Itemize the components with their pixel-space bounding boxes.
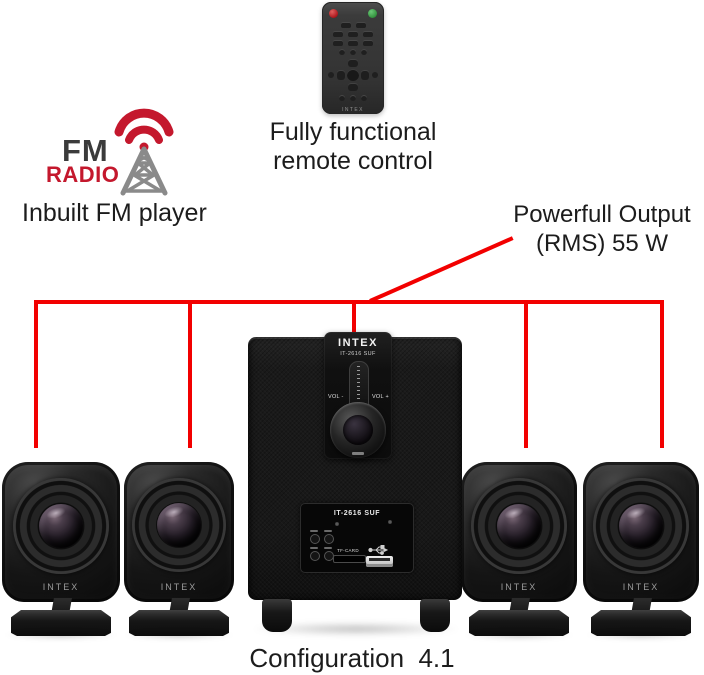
subwoofer-brand-label: INTEX bbox=[338, 337, 378, 349]
annotation-line-speaker2 bbox=[188, 300, 192, 448]
remote-keypad: INTEX bbox=[322, 22, 384, 113]
panel-button-prev bbox=[324, 534, 334, 544]
panel-model-label: IT-2616 SUF bbox=[333, 510, 381, 517]
satellite-speaker-1: INTEX bbox=[2, 462, 120, 640]
speaker-dust-cap bbox=[497, 504, 541, 548]
tf-card-slot bbox=[333, 555, 366, 563]
knob-marking bbox=[352, 452, 364, 455]
remote-caption-line1: Fully functional bbox=[269, 118, 437, 146]
speaker-driver bbox=[132, 478, 226, 572]
panel-screw-left bbox=[335, 522, 339, 526]
speaker-shadow bbox=[464, 630, 574, 640]
subwoofer-shadow bbox=[250, 622, 462, 636]
remote-brand-label: INTEX bbox=[342, 107, 364, 113]
speaker-brand-label: INTEX bbox=[42, 582, 80, 592]
volume-minus-label: VOL - bbox=[328, 394, 344, 400]
usb-port bbox=[366, 556, 393, 567]
panel-screw-right bbox=[388, 520, 392, 524]
speaker-cabinet: INTEX bbox=[583, 462, 699, 602]
speaker-shadow bbox=[4, 630, 118, 640]
annotation-line-subwoofer bbox=[352, 300, 356, 336]
annotation-line-output bbox=[369, 236, 514, 303]
fm-caption: Inbuilt FM player bbox=[22, 199, 207, 227]
remote-mute-button bbox=[368, 9, 377, 18]
tf-card-label: TF-CARD bbox=[337, 548, 359, 553]
satellite-speaker-4: INTEX bbox=[583, 462, 699, 640]
speaker-brand-label: INTEX bbox=[160, 582, 198, 592]
speaker-driver bbox=[471, 478, 567, 574]
output-caption-line2: (RMS) 55 W bbox=[536, 230, 668, 257]
speaker-dust-cap bbox=[619, 504, 663, 548]
output-caption: Powerfull Output (RMS) 55 W bbox=[500, 200, 704, 258]
remote-dpad bbox=[328, 59, 378, 91]
satellite-speaker-2: INTEX bbox=[124, 462, 234, 640]
speaker-stand-base bbox=[469, 610, 569, 636]
speaker-cabinet: INTEX bbox=[2, 462, 120, 602]
remote-power-button bbox=[329, 9, 338, 18]
media-panel: IT-2616 SUF TF-CARD bbox=[300, 503, 414, 573]
speaker-driver bbox=[13, 478, 109, 574]
radio-tower-icon bbox=[114, 108, 174, 196]
radio-logo-text: RADIO bbox=[46, 162, 120, 187]
annotation-line-right bbox=[660, 300, 664, 448]
speaker-stand-base bbox=[11, 610, 111, 636]
usb-icon bbox=[368, 545, 389, 555]
panel-button-mode bbox=[310, 534, 320, 544]
volume-knob bbox=[330, 402, 386, 458]
remote-control: INTEX bbox=[322, 2, 384, 114]
speaker-cabinet: INTEX bbox=[461, 462, 577, 602]
speaker-driver bbox=[593, 478, 689, 574]
annotation-line-speaker3 bbox=[524, 300, 528, 448]
speaker-shadow bbox=[586, 630, 696, 640]
speaker-stand-base bbox=[591, 610, 691, 636]
speaker-brand-label: INTEX bbox=[622, 582, 660, 592]
remote-caption-line2: remote control bbox=[273, 147, 433, 175]
speaker-cabinet: INTEX bbox=[124, 462, 234, 602]
configuration-caption: Configuration 4.1 bbox=[249, 643, 455, 673]
signal-waves-icon bbox=[114, 108, 174, 144]
panel-button-next bbox=[310, 551, 320, 561]
subwoofer-foot-right bbox=[420, 599, 450, 632]
speaker-dust-cap bbox=[39, 504, 83, 548]
volume-plus-label: VOL + bbox=[371, 394, 389, 400]
fm-logo-text: FM bbox=[62, 133, 109, 168]
subwoofer-foot-left bbox=[262, 599, 292, 632]
volume-knob-center bbox=[343, 415, 373, 445]
annotation-line-horizontal bbox=[34, 300, 664, 304]
speaker-dust-cap bbox=[157, 503, 201, 547]
speaker-stand-base bbox=[129, 610, 229, 636]
speaker-shadow bbox=[124, 630, 234, 640]
annotation-line-left bbox=[34, 300, 38, 448]
subwoofer-model-label: IT-2616 SUF bbox=[340, 351, 376, 357]
output-caption-line1: Powerfull Output bbox=[513, 201, 691, 228]
speaker-brand-label: INTEX bbox=[500, 582, 538, 592]
remote-caption: Fully functional remote control bbox=[238, 118, 468, 176]
satellite-speaker-3: INTEX bbox=[461, 462, 577, 640]
